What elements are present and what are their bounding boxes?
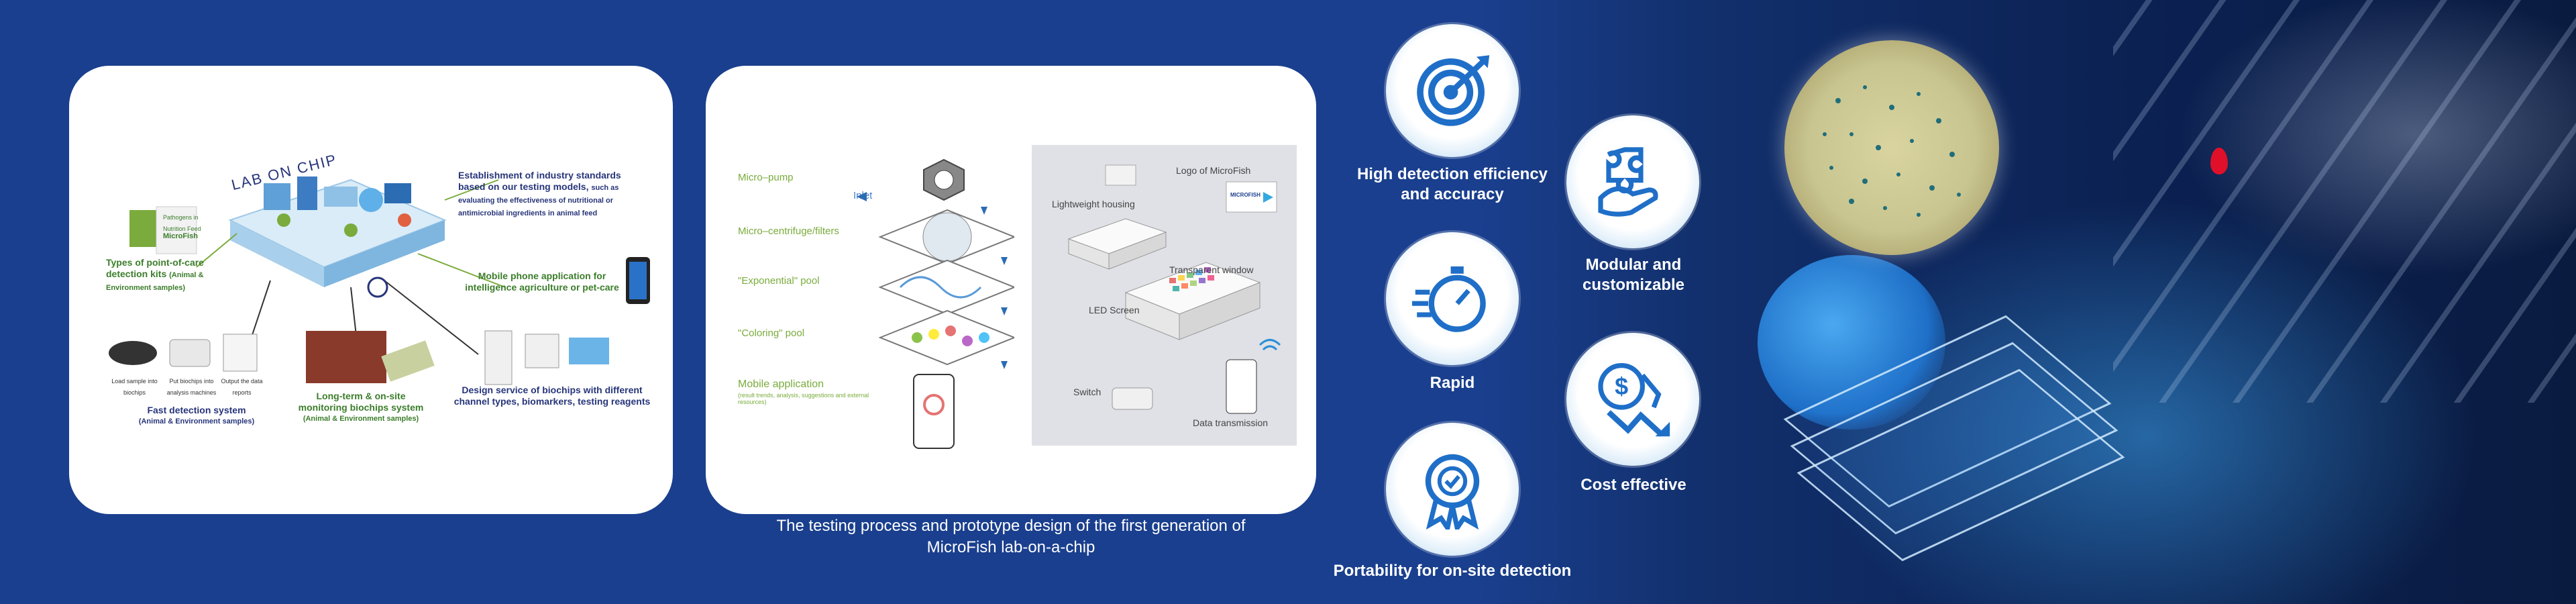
petri-dish — [1784, 40, 1999, 255]
feature-circle-portability — [1386, 423, 1519, 556]
svg-text:$: $ — [1615, 372, 1628, 400]
prototype-photo: Lightweight housing Logo of MicroFish MI… — [1032, 145, 1297, 446]
led-screen-label: LED Screen — [1089, 305, 1140, 315]
fast-detection-title: Fast detection system — [147, 405, 246, 415]
lab-on-chip-illustration — [109, 177, 650, 385]
put-biochip-label: Put biochips into analysis machines — [166, 378, 217, 396]
fast-detection-sub: (Animal & Environment samples) — [138, 417, 255, 425]
right-background — [1476, 0, 2576, 604]
feature-label-efficiency-line2: and accuracy — [1401, 185, 1504, 203]
mobile-application-sub: (result trends, analysis, suggestions an… — [738, 392, 869, 405]
testing-process-panel: Micro–pump Inlet Micro–centrifuge/filter… — [706, 66, 1316, 514]
feature-label-modular-line2: customizable — [1582, 276, 1685, 294]
gloved-hand — [1758, 255, 1945, 430]
centrifuge-label: Micro–centrifuge/filters — [738, 225, 839, 237]
blood-drop — [2210, 148, 2228, 174]
mobile-application-label: Mobile application — [738, 379, 824, 390]
design-service-label: Design service of biochips with differen… — [453, 385, 651, 407]
micro-pump-label: Micro–pump — [738, 172, 794, 183]
stopwatch-icon — [1412, 266, 1486, 332]
feature-circle-cost: $ — [1566, 333, 1699, 466]
prototype-device-illustration — [1067, 164, 1281, 414]
microfish-logo-text: MICROFISH — [1230, 192, 1260, 198]
bacteria-colonies — [1823, 85, 1961, 217]
data-transmission-label: Data transmission — [1193, 417, 1269, 428]
testing-process-caption: The testing process and prototype design… — [706, 515, 1316, 558]
lightweight-housing-label: Lightweight housing — [1052, 199, 1135, 209]
industry-block: Establishment of industry standards base… — [458, 170, 646, 219]
feature-label-modular-line1: Modular and — [1585, 256, 1682, 274]
long-term-sub: (Animal & Environment samples) — [303, 415, 419, 423]
switch-label: Switch — [1073, 387, 1102, 397]
caption-line-2: MicroFish lab-on-a-chip — [926, 538, 1095, 556]
fast-detection-block: Fast detection system (Animal & Environm… — [116, 405, 277, 427]
feature-label-modular: Modular and customizable — [1523, 255, 1744, 295]
industry-title: Establishment of industry standards base… — [458, 170, 621, 192]
transparent-window-label: Transparent window — [1169, 264, 1254, 275]
caption-line-1: The testing process and prototype design… — [776, 517, 1246, 535]
microfish-kit-label: MicroFish — [163, 232, 198, 240]
output-data-label: Output the data reports — [221, 378, 263, 396]
feature-label-portability: Portability for on-site detection — [1333, 562, 1572, 580]
feature-circle-rapid — [1386, 232, 1519, 365]
feature-label-cost: Cost effective — [1580, 476, 1686, 494]
long-term-title: Long-term & on-site monitoring biochips … — [298, 391, 424, 413]
industry-sub: such as evaluating the effectiveness of … — [458, 184, 619, 217]
feature-circle-modular — [1566, 115, 1699, 248]
dollar-down-icon: $ — [1598, 363, 1670, 437]
exponential-pool-label: "Exponential" pool — [738, 275, 820, 287]
pathogens-label: Pathogens in Nutrition Feed — [163, 214, 201, 232]
logo-microfish-label: Logo of MicroFish — [1176, 165, 1251, 176]
target-icon — [1417, 55, 1490, 126]
long-term-block: Long-term & on-site monitoring biochips … — [294, 391, 428, 425]
feature-label-efficiency: High detection efficiency and accuracy — [1328, 164, 1576, 205]
types-kits-block: Types of point-of-care detection kits (A… — [106, 257, 247, 294]
types-kits-title: Types of point-of-care detection kits — [106, 257, 204, 279]
feature-circle-efficiency — [1386, 24, 1519, 157]
coloring-pool-label: "Coloring" pool — [738, 328, 805, 339]
load-sample-label: Load sample into biochips — [111, 378, 158, 396]
puzzle-hand-icon — [1598, 147, 1658, 217]
mobile-app-label: Mobile phone application for intelligenc… — [465, 270, 619, 293]
feature-label-efficiency-line1: High detection efficiency — [1356, 165, 1548, 183]
types-kits-sub: (Animal & Environment samples) — [106, 271, 204, 292]
chip-circuit-lines — [2113, 0, 2576, 403]
chip-layers-illustration — [857, 158, 1014, 449]
lab-on-chip-panel: LAB ON CHIP MicroFish Pathogens in Nutri… — [69, 66, 673, 514]
feature-label-rapid: Rapid — [1430, 374, 1475, 392]
award-ribbon-icon — [1425, 454, 1480, 530]
